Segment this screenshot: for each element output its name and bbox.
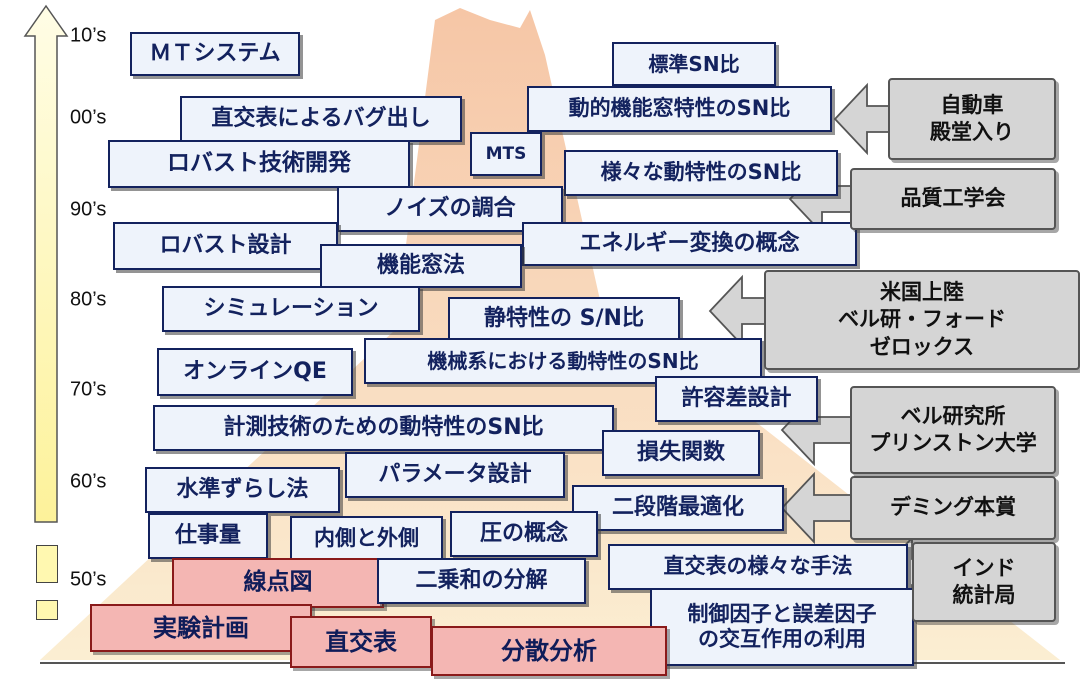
timeline-label: 10’s	[70, 24, 107, 47]
box-label: 機能窓法	[376, 252, 465, 278]
foundation-box: 分散分析	[431, 626, 667, 676]
method-box: MTS	[470, 132, 542, 176]
box-label: 損失関数	[636, 439, 725, 465]
box-label: 動的機能窓特性のSN比	[568, 96, 791, 121]
box-label: 水準ずらし法	[176, 476, 309, 502]
event-box: 品質工学会	[850, 168, 1056, 230]
box-label: 制御因子と誤差因子 の交互作用の利用	[687, 601, 877, 651]
method-box: ロバスト設計	[113, 222, 338, 270]
box-label: 標準SN比	[648, 52, 740, 76]
method-box: 二段階最適化	[572, 485, 784, 531]
method-box: ロバスト技術開発	[108, 140, 410, 188]
event-label: デミング本賞	[890, 495, 1016, 520]
timeline-arrow	[23, 4, 69, 523]
method-box: 機能窓法	[320, 244, 522, 288]
box-label: ロバスト設計	[159, 232, 292, 258]
event-box: ベル研究所 プリンストン大学	[850, 386, 1056, 474]
timeline-label: 50’s	[70, 568, 107, 591]
method-box: ＭＴシステム	[130, 32, 300, 76]
timeline-label: 70’s	[70, 378, 107, 401]
timeline-label: 60’s	[70, 470, 107, 493]
timeline-legend-square-large	[36, 545, 58, 583]
event-arrow	[708, 274, 769, 348]
event-label: 米国上陸 ベル研・フォード ゼロックス	[838, 280, 1006, 359]
box-label: 二乗和の分解	[415, 567, 548, 593]
box-label: オンラインQE	[183, 358, 327, 384]
box-label: 許容差設計	[681, 385, 792, 411]
timeline-label: 80’s	[70, 288, 107, 311]
box-label: 内側と外側	[314, 526, 419, 551]
box-label: 二段階最適化	[611, 494, 744, 520]
box-label: 圧の概念	[479, 520, 568, 546]
method-box: 標準SN比	[612, 42, 776, 86]
method-box: 制御因子と誤差因子 の交互作用の利用	[650, 588, 914, 666]
method-box: 直交表の様々な手法	[608, 544, 908, 590]
box-label: 機械系における動特性のSN比	[427, 349, 699, 373]
box-label: 分散分析	[501, 636, 597, 665]
event-label: 品質工学会	[900, 186, 1006, 211]
method-box: シミュレーション	[162, 286, 420, 332]
box-label: 実験計画	[153, 613, 249, 642]
method-box: 損失関数	[602, 430, 760, 476]
box-label: ＭＴシステム	[149, 40, 281, 66]
method-box: 水準ずらし法	[145, 467, 340, 513]
box-label: 直交表の様々な手法	[663, 554, 853, 579]
event-label: ベル研究所 プリンストン大学	[869, 403, 1037, 455]
box-label: シミュレーション	[203, 295, 379, 321]
foundation-box: 直交表	[290, 616, 432, 668]
event-box: インド 統計局	[912, 542, 1056, 622]
event-box: 米国上陸 ベル研・フォード ゼロックス	[764, 270, 1080, 370]
box-label: 仕事量	[174, 522, 241, 548]
box-label: パラメータ設計	[378, 461, 532, 487]
method-box: 許容差設計	[655, 376, 818, 422]
box-label: ロバスト技術開発	[167, 150, 351, 177]
method-box: エネルギー変換の概念	[522, 222, 857, 266]
method-box: 静特性の S/N比	[448, 297, 680, 341]
box-label: ノイズの調合	[384, 195, 516, 221]
box-label: 様々な動特性のSN比	[600, 160, 802, 185]
box-label: 静特性の S/N比	[484, 305, 644, 331]
box-label: 直交表によるバグ出し	[211, 105, 431, 131]
event-box: デミング本賞	[850, 476, 1056, 540]
event-box: 自動車 殿堂入り	[888, 78, 1056, 160]
method-box: 計測技術のための動特性のSN比	[153, 405, 614, 451]
method-box: 動的機能窓特性のSN比	[527, 86, 832, 132]
timeline-legend-square-small	[36, 600, 58, 620]
method-box: 機械系における動特性のSN比	[364, 338, 762, 384]
method-box: 内側と外側	[290, 516, 443, 562]
method-box: 様々な動特性のSN比	[564, 150, 838, 196]
box-label: 計測技術のための動特性のSN比	[223, 414, 544, 440]
box-label: 直交表	[325, 627, 397, 656]
timeline-label: 90’s	[70, 198, 107, 221]
method-box: 仕事量	[148, 513, 268, 559]
box-label: エネルギー変換の概念	[579, 230, 800, 256]
method-box: パラメータ設計	[345, 452, 565, 498]
event-label: インド 統計局	[952, 555, 1016, 607]
method-box: 二乗和の分解	[377, 558, 586, 604]
event-label: 自動車 殿堂入り	[930, 92, 1014, 144]
foundation-box: 実験計画	[90, 604, 312, 652]
method-box: 圧の概念	[450, 511, 598, 557]
foundation-box: 線点図	[172, 558, 384, 608]
box-label: MTS	[485, 143, 527, 164]
event-arrow	[833, 82, 893, 156]
box-label: 線点図	[243, 569, 313, 596]
method-box: オンラインQE	[157, 348, 353, 396]
timeline-label: 00’s	[70, 106, 107, 129]
method-box: 直交表によるバグ出し	[180, 96, 462, 142]
